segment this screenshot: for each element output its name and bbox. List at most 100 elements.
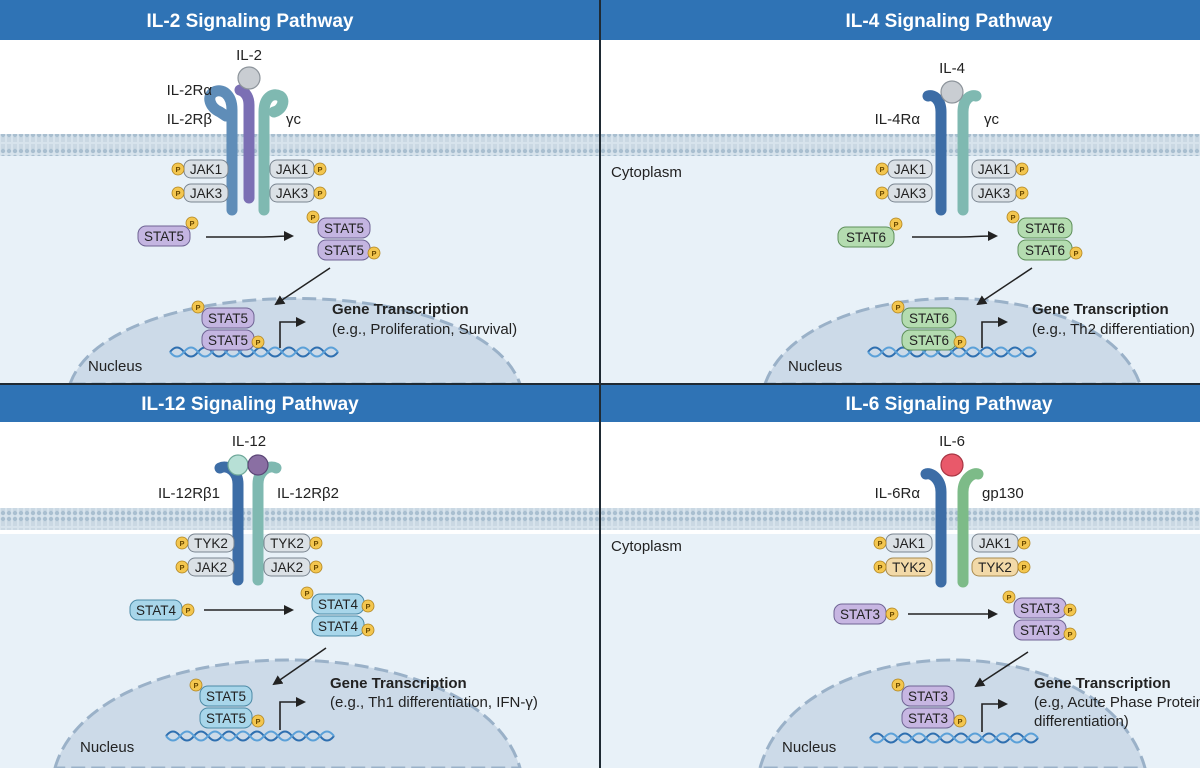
kinase-left-1: JAK1 P: [875, 159, 933, 179]
svg-text:P: P: [1073, 249, 1078, 258]
receptor-label-gp130: gp130: [982, 485, 1024, 502]
phospho-group: [889, 217, 903, 231]
nucleus-label: Nucleus: [88, 358, 142, 375]
receptor-il2ra-chain: [234, 84, 255, 204]
svg-text:STAT5: STAT5: [206, 689, 246, 704]
kinase-left-2: JAK3 P: [171, 183, 229, 203]
kinase-left-1: JAK1 P: [873, 533, 933, 553]
svg-text:STAT6: STAT6: [909, 333, 949, 348]
svg-text:P: P: [175, 165, 180, 174]
receptor-label-il12rb1: IL-12Rβ1: [158, 485, 220, 502]
svg-text:TYK2: TYK2: [270, 536, 304, 551]
svg-text:STAT6: STAT6: [1025, 243, 1065, 258]
translocation-arrow: [974, 651, 1029, 688]
ligand-il12-p35: [227, 454, 249, 476]
nucleus-label: Nucleus: [782, 739, 836, 756]
svg-text:JAK1: JAK1: [190, 162, 222, 177]
stat-nuclear-dimer: STAT5 STAT5 P P: [191, 300, 265, 351]
phospho-group: [313, 186, 327, 200]
gene-transcription-title: Gene Transcription: [332, 301, 469, 318]
cell-membrane: [600, 508, 1200, 530]
svg-text:P: P: [193, 681, 198, 690]
svg-text:P: P: [313, 539, 318, 548]
gene-transcription-example-line-2: differentiation): [1034, 713, 1129, 730]
dna-helix: [869, 732, 1039, 744]
panel-title: IL-2 Signaling Pathway: [147, 11, 354, 32]
svg-text:JAK1: JAK1: [276, 162, 308, 177]
receptor-label-il2ra: IL-2Rα: [167, 82, 213, 99]
svg-text:JAK3: JAK3: [978, 186, 1010, 201]
svg-text:TYK2: TYK2: [978, 560, 1012, 575]
svg-text:STAT4: STAT4: [318, 597, 358, 612]
svg-text:P: P: [365, 626, 370, 635]
svg-text:STAT3: STAT3: [908, 711, 948, 726]
gene-transcription-title: Gene Transcription: [330, 675, 467, 692]
svg-text:P: P: [175, 189, 180, 198]
cell-membrane: [600, 134, 1200, 156]
translocation-arrow: [272, 647, 327, 686]
receptor-il6ra-chain: [920, 468, 947, 588]
kinase-right-1: JAK1 P: [971, 533, 1031, 553]
svg-text:JAK2: JAK2: [195, 560, 227, 575]
ligand-label: IL-4: [939, 60, 965, 77]
stat-dimer: STAT4 STAT4 P P P: [300, 586, 375, 637]
phospho-group: [181, 603, 195, 617]
svg-text:P: P: [879, 165, 884, 174]
svg-text:P: P: [1019, 165, 1024, 174]
phospho-group: [1015, 162, 1029, 176]
ligand-label: IL-12: [232, 433, 266, 450]
phospho-group: [367, 246, 381, 260]
stat-dimer: STAT6 STAT6 P P: [1006, 210, 1083, 261]
svg-text:P: P: [313, 563, 318, 572]
kinase-right-2: JAK3 P: [971, 183, 1029, 203]
svg-text:STAT3: STAT3: [840, 607, 880, 622]
phospho-group: [191, 300, 205, 314]
phospho-group: [251, 714, 265, 728]
stat-free: STAT3 P: [833, 603, 899, 625]
svg-text:P: P: [1006, 593, 1011, 602]
phospho-group: [175, 560, 189, 574]
phospho-group: [953, 335, 967, 349]
phospho-group: [361, 623, 375, 637]
translocation-arrow: [976, 267, 1033, 306]
kinase-left-1: JAK1 P: [171, 159, 229, 179]
svg-text:STAT6: STAT6: [1025, 221, 1065, 236]
svg-text:P: P: [1021, 539, 1026, 548]
receptor-label-gc: γc: [286, 111, 302, 128]
nucleus-label: Nucleus: [80, 739, 134, 756]
stat-free: STAT6 P: [837, 217, 903, 248]
panel-il12: IL-12 Signaling Pathway IL-12 IL-12Rβ1 I…: [0, 384, 600, 768]
svg-text:P: P: [365, 602, 370, 611]
svg-text:STAT3: STAT3: [1020, 623, 1060, 638]
stat-free: STAT5 P: [137, 216, 199, 247]
panel-title: IL-6 Signaling Pathway: [846, 394, 1053, 415]
svg-text:STAT6: STAT6: [909, 311, 949, 326]
svg-text:P: P: [255, 717, 260, 726]
phospho-group: [1006, 210, 1020, 224]
panel-title: IL-12 Signaling Pathway: [141, 394, 359, 415]
phospho-group: [875, 186, 889, 200]
svg-text:P: P: [957, 338, 962, 347]
svg-text:JAK3: JAK3: [894, 186, 926, 201]
phospho-group: [1017, 536, 1031, 550]
ligand-il4: [940, 80, 964, 104]
svg-text:P: P: [304, 589, 309, 598]
activation-arrow: [206, 231, 294, 242]
kinase-right-2: JAK2 P: [263, 557, 323, 577]
svg-text:JAK3: JAK3: [276, 186, 308, 201]
svg-text:P: P: [877, 563, 882, 572]
svg-text:P: P: [1019, 189, 1024, 198]
svg-text:STAT5: STAT5: [144, 229, 184, 244]
kinase-right-2: JAK3 P: [269, 183, 327, 203]
svg-text:P: P: [179, 563, 184, 572]
dna-helix: [169, 346, 339, 358]
dna-helix: [867, 346, 1037, 358]
receptor-label-il4ra: IL-4Rα: [875, 111, 921, 128]
svg-text:P: P: [1067, 606, 1072, 615]
svg-text:STAT6: STAT6: [846, 230, 886, 245]
phospho-group: [171, 186, 185, 200]
panel-title: IL-4 Signaling Pathway: [846, 11, 1053, 32]
svg-text:STAT5: STAT5: [208, 311, 248, 326]
phospho-group: [891, 300, 905, 314]
svg-text:JAK3: JAK3: [190, 186, 222, 201]
